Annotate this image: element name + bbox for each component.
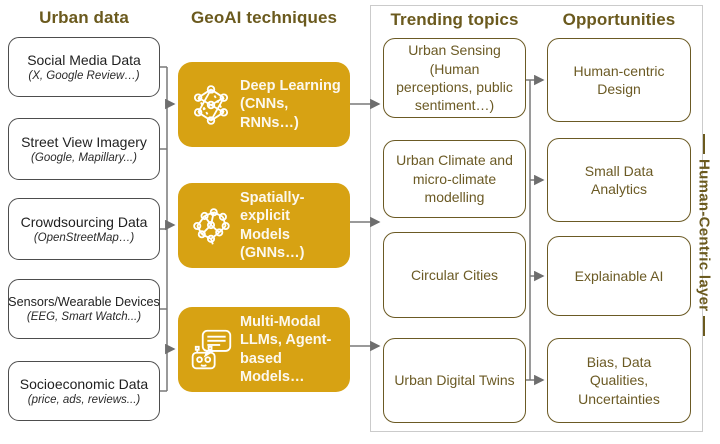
data-box-title: Crowdsourcing Data	[20, 214, 148, 230]
data-box-title: Social Media Data	[27, 52, 141, 68]
topic-box-circular-cities: Circular Cities	[383, 232, 526, 318]
technique-box-spatially-explicit: Spatially-explicit Models (GNNs…)	[178, 183, 350, 268]
data-box-street-view: Street View Imagery (Google, Mapillary..…	[8, 118, 160, 180]
technique-label-line: (CNNs, RNNs…)	[240, 96, 299, 131]
technique-label-line: Spatially-explicit	[240, 190, 305, 225]
technique-label-line: based Models…	[240, 350, 305, 385]
technique-label: Spatially-explicit Models (GNNs…)	[240, 189, 342, 262]
data-box-title: Sensors/Wearable Devices	[8, 295, 160, 309]
column-title-trending-topics: Trending topics	[390, 10, 519, 29]
opportunity-box-bias-data-qualities: Bias, Data Qualities, Uncertainties	[547, 338, 691, 423]
topic-box-urban-sensing: Urban Sensing (Human perceptions, public…	[383, 38, 526, 118]
technique-label-line: Deep Learning	[240, 78, 341, 95]
data-box-crowdsourcing: Crowdsourcing Data (OpenStreetMap…)	[8, 198, 160, 260]
data-box-title: Street View Imagery	[21, 134, 147, 150]
opportunity-box-human-centric-design: Human-centric Design	[547, 38, 691, 122]
column-title-urban-data: Urban data	[39, 8, 129, 27]
data-box-title: Socioeconomic Data	[19, 376, 149, 392]
data-box-social-media: Social Media Data (X, Google Review…)	[8, 37, 160, 97]
robot-llm-icon	[188, 328, 234, 372]
technique-label-line: Models (GNNs…)	[240, 226, 305, 261]
technique-label-line: LLMs, Agent-	[240, 332, 332, 349]
column-title-geoai-techniques: GeoAI techniques	[190, 8, 338, 27]
data-box-subtitle: (OpenStreetMap…)	[33, 232, 135, 244]
technique-label-line: Multi-Modal	[240, 314, 321, 331]
technique-label: Multi-Modal LLMs, Agent- based Models…	[240, 313, 342, 386]
column-title-opportunities: Opportunities	[562, 10, 676, 29]
neural-network-icon	[188, 83, 234, 127]
graph-network-icon	[188, 204, 234, 248]
label-tick-bottom	[703, 316, 705, 337]
label-tick-top	[703, 133, 705, 154]
technique-label: Deep Learning (CNNs, RNNs…)	[240, 77, 342, 131]
topic-box-urban-climate: Urban Climate and micro-climate modellin…	[383, 140, 526, 218]
data-box-sensors-wearables: Sensors/Wearable Devices (EEG, Smart Wat…	[8, 279, 160, 339]
data-box-subtitle: (price, ads, reviews...)	[27, 394, 141, 406]
data-box-socioeconomic: Socioeconomic Data (price, ads, reviews.…	[8, 361, 160, 421]
technique-box-multimodal-llms: Multi-Modal LLMs, Agent- based Models…	[178, 307, 350, 392]
data-box-subtitle: (Google, Mapillary...)	[31, 152, 137, 164]
topic-box-urban-digital-twins: Urban Digital Twins	[383, 338, 526, 423]
data-box-subtitle: (EEG, Smart Watch...)	[26, 311, 142, 323]
opportunity-box-small-data-analytics: Small Data Analytics	[547, 138, 691, 222]
technique-box-deep-learning: Deep Learning (CNNs, RNNs…)	[178, 62, 350, 147]
human-centric-layer-text: Human-Centric layer	[695, 158, 713, 312]
human-centric-layer-label: Human-Centric layer	[690, 128, 718, 342]
data-box-subtitle: (X, Google Review…)	[28, 70, 140, 82]
opportunity-box-explainable-ai: Explainable AI	[547, 236, 691, 316]
